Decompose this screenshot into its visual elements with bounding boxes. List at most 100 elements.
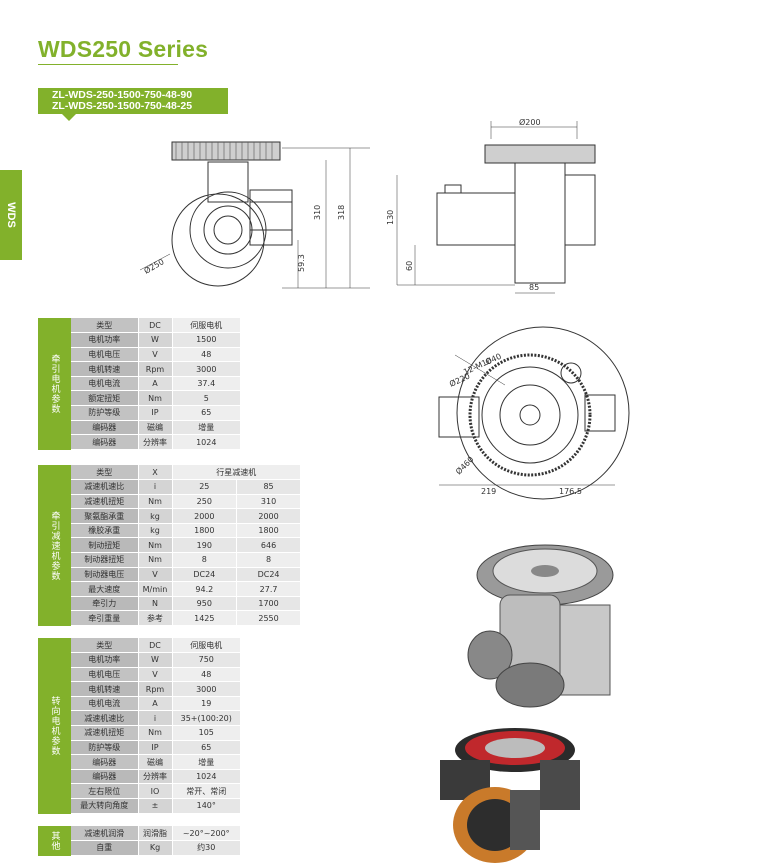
param-value: 常开、常闭 xyxy=(171,783,240,800)
param-value: 行星减速机 xyxy=(171,465,300,481)
param-value: DC24 xyxy=(236,567,300,583)
param-name: 左右限位 xyxy=(71,783,138,800)
param-name: 减速机扭矩 xyxy=(71,494,138,510)
param-name: 电机转速 xyxy=(71,361,138,377)
table-row: 编码器磁编增量 xyxy=(71,754,240,770)
param-unit: kg xyxy=(137,523,172,539)
param-name: 减速机速比 xyxy=(71,710,138,727)
param-value: 伺服电机 xyxy=(171,318,240,334)
param-value: 增量 xyxy=(171,420,240,436)
dim-wheel-dia: Ø250 xyxy=(142,256,166,275)
front-view-drawing: Ø200 130 60 85 xyxy=(386,117,596,294)
param-value: 约30 xyxy=(171,840,240,856)
steering-motor-category: 转向电机参数 xyxy=(38,638,71,814)
param-value: 8 xyxy=(171,552,237,568)
param-name: 防护等级 xyxy=(71,405,138,421)
side-tab: WDS xyxy=(0,170,22,260)
dim-left-219: 219 xyxy=(481,487,496,496)
param-unit: V xyxy=(137,667,172,683)
param-name: 类型 xyxy=(71,638,138,654)
param-unit: IO xyxy=(137,783,172,800)
param-unit: 磁编 xyxy=(137,420,172,436)
param-value: 37.4 xyxy=(171,376,240,392)
param-unit: Nm xyxy=(137,390,172,407)
model-number-1: ZL-WDS-250-1500-750-48-90 xyxy=(52,89,193,101)
param-name: 最大速度 xyxy=(71,581,138,597)
param-value: 2000 xyxy=(236,508,300,524)
table-row: 最大转向角度±140° xyxy=(71,798,240,814)
param-unit: M/min xyxy=(137,581,172,597)
param-unit: V xyxy=(137,347,172,363)
param-value: 2550 xyxy=(236,610,300,627)
param-name: 编码器 xyxy=(71,754,138,770)
param-name: 电机电压 xyxy=(71,667,138,683)
param-name: 类型 xyxy=(71,465,138,481)
param-unit: 分辨率 xyxy=(137,769,172,785)
param-name: 减速机速比 xyxy=(71,479,138,495)
param-unit: A xyxy=(137,376,172,392)
dim-height-310: 310 xyxy=(313,205,322,220)
param-value: 5 xyxy=(171,390,240,407)
param-value: 8 xyxy=(236,552,300,568)
param-value: 48 xyxy=(171,347,240,363)
param-value: 1700 xyxy=(236,596,300,612)
param-value: 190 xyxy=(171,537,237,554)
side-view-drawing: Ø250 310 318 59.3 xyxy=(139,141,370,289)
param-name: 制动扭矩 xyxy=(71,537,138,554)
top-view-drawing: Ø40 12-M10 Ø220 Ø460 219 176.5 xyxy=(438,326,630,500)
param-name: 制动器电压 xyxy=(71,567,138,583)
param-value: 27.7 xyxy=(236,581,300,597)
param-unit: Nm xyxy=(137,494,172,510)
param-name: 编码器 xyxy=(71,769,138,785)
dim-outer-dia: Ø460 xyxy=(453,454,475,476)
traction-reducer-category: 牵引减速机参数 xyxy=(38,465,71,627)
page-title: WDS250 Series xyxy=(38,36,209,62)
param-value: 伺服电机 xyxy=(171,638,240,654)
param-unit: A xyxy=(137,696,172,712)
param-value: 250 xyxy=(171,494,237,510)
param-value: 94.2 xyxy=(171,581,237,597)
param-unit: i xyxy=(137,479,172,495)
param-value: 1800 xyxy=(236,523,300,539)
param-unit: Nm xyxy=(137,552,172,568)
param-name: 牵引重量 xyxy=(71,610,138,627)
side-tab-label: WDS xyxy=(5,202,18,228)
param-name: 电机电压 xyxy=(71,347,138,363)
table-row: 减速机润滑润滑脂~20°~200° xyxy=(71,826,240,842)
title-underline xyxy=(38,64,178,65)
param-name: 电机转速 xyxy=(71,681,138,697)
param-value: 48 xyxy=(171,667,240,683)
param-value: 2000 xyxy=(171,508,237,524)
param-unit: 磁编 xyxy=(137,754,172,770)
param-name: 最大转向角度 xyxy=(71,798,138,814)
param-value: 1024 xyxy=(171,434,240,450)
param-unit: 分辨率 xyxy=(137,434,172,450)
param-name: 编码器 xyxy=(71,434,138,450)
param-name: 橡胶承重 xyxy=(71,523,138,539)
param-value: 65 xyxy=(171,405,240,421)
param-value: 增量 xyxy=(171,754,240,770)
param-value: 3000 xyxy=(171,681,240,697)
param-name: 电机功率 xyxy=(71,652,138,668)
param-unit: DC xyxy=(137,638,172,654)
param-value: 35+(100:20) xyxy=(171,710,240,727)
dim-base-60: 60 xyxy=(405,261,414,271)
param-unit: kg xyxy=(137,508,172,524)
param-unit: IP xyxy=(137,405,172,421)
param-value: 750 xyxy=(171,652,240,668)
param-name: 电机电流 xyxy=(71,696,138,712)
